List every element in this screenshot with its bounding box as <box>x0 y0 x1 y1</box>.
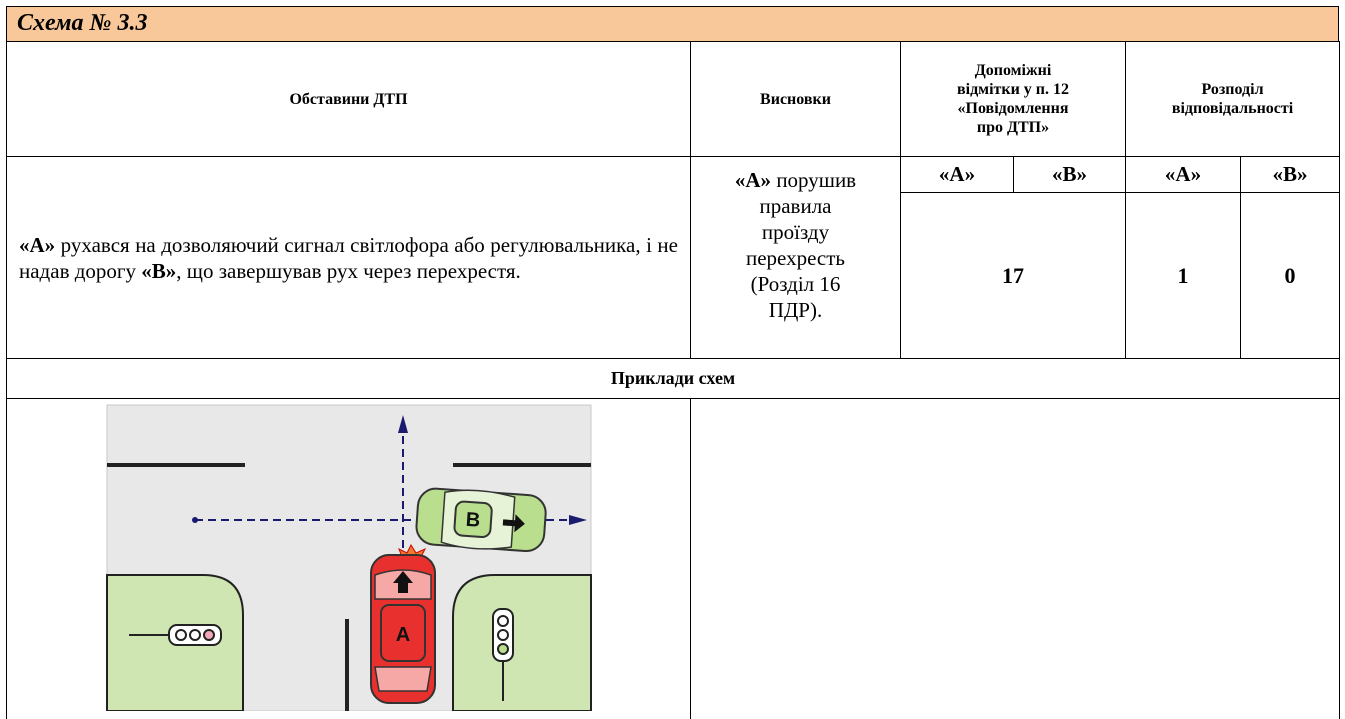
traffic-light-left-icon <box>129 624 222 646</box>
path-b-start <box>192 517 198 523</box>
header-circumstances: Обставини ДТП <box>6 41 691 157</box>
dtp-table: Обставини ДТП Висновки Допоміжні відмітк… <box>5 41 1341 719</box>
scheme-title: Схема № 3.3 <box>17 10 148 36</box>
header-conclusions: Висновки <box>690 41 901 157</box>
car-b-direction-icon <box>502 514 525 533</box>
responsibility-header-a: «А» <box>1125 156 1242 193</box>
traffic-light-right-icon <box>492 608 514 701</box>
scheme-title-bar: Схема № 3.3 <box>6 6 1339 42</box>
circumstances-text: «А» рухався на дозволяючий сигнал світло… <box>6 156 691 359</box>
path-b-arrow-icon <box>569 515 587 525</box>
responsibility-b: 0 <box>1240 192 1341 359</box>
car-a-label: A <box>396 624 410 646</box>
header-notes: Допоміжні відмітки у п. 12 «Повідомлення… <box>899 41 1127 157</box>
path-a-arrow-icon <box>398 415 408 433</box>
car-b-label: B <box>465 509 481 532</box>
diagram-empty-cell <box>689 398 1341 719</box>
intersection-diagram: B A <box>106 404 592 711</box>
stop-line-left <box>107 463 245 467</box>
responsibility-a: 1 <box>1125 192 1242 359</box>
center-line <box>345 619 349 711</box>
conclusion-first-line: «А» порушив <box>690 156 901 193</box>
diagram-cell: B A <box>6 398 691 719</box>
conclusion-text: правила проїзду перехресть (Розділ 16 ПД… <box>690 192 901 359</box>
notes-value: 17 <box>899 192 1127 359</box>
notes-header-b: «В» <box>1012 156 1127 193</box>
responsibility-header-b: «В» <box>1240 156 1341 193</box>
car-b: B <box>415 487 547 553</box>
header-responsibility: Розподіл відповідальності <box>1125 41 1341 157</box>
stop-line-right <box>453 463 591 467</box>
examples-title: Приклади схем <box>5 358 1341 399</box>
grass-right <box>452 574 592 711</box>
car-a-direction-icon <box>393 571 413 593</box>
car-a: A <box>370 554 436 704</box>
notes-header-a: «А» <box>900 156 1014 193</box>
